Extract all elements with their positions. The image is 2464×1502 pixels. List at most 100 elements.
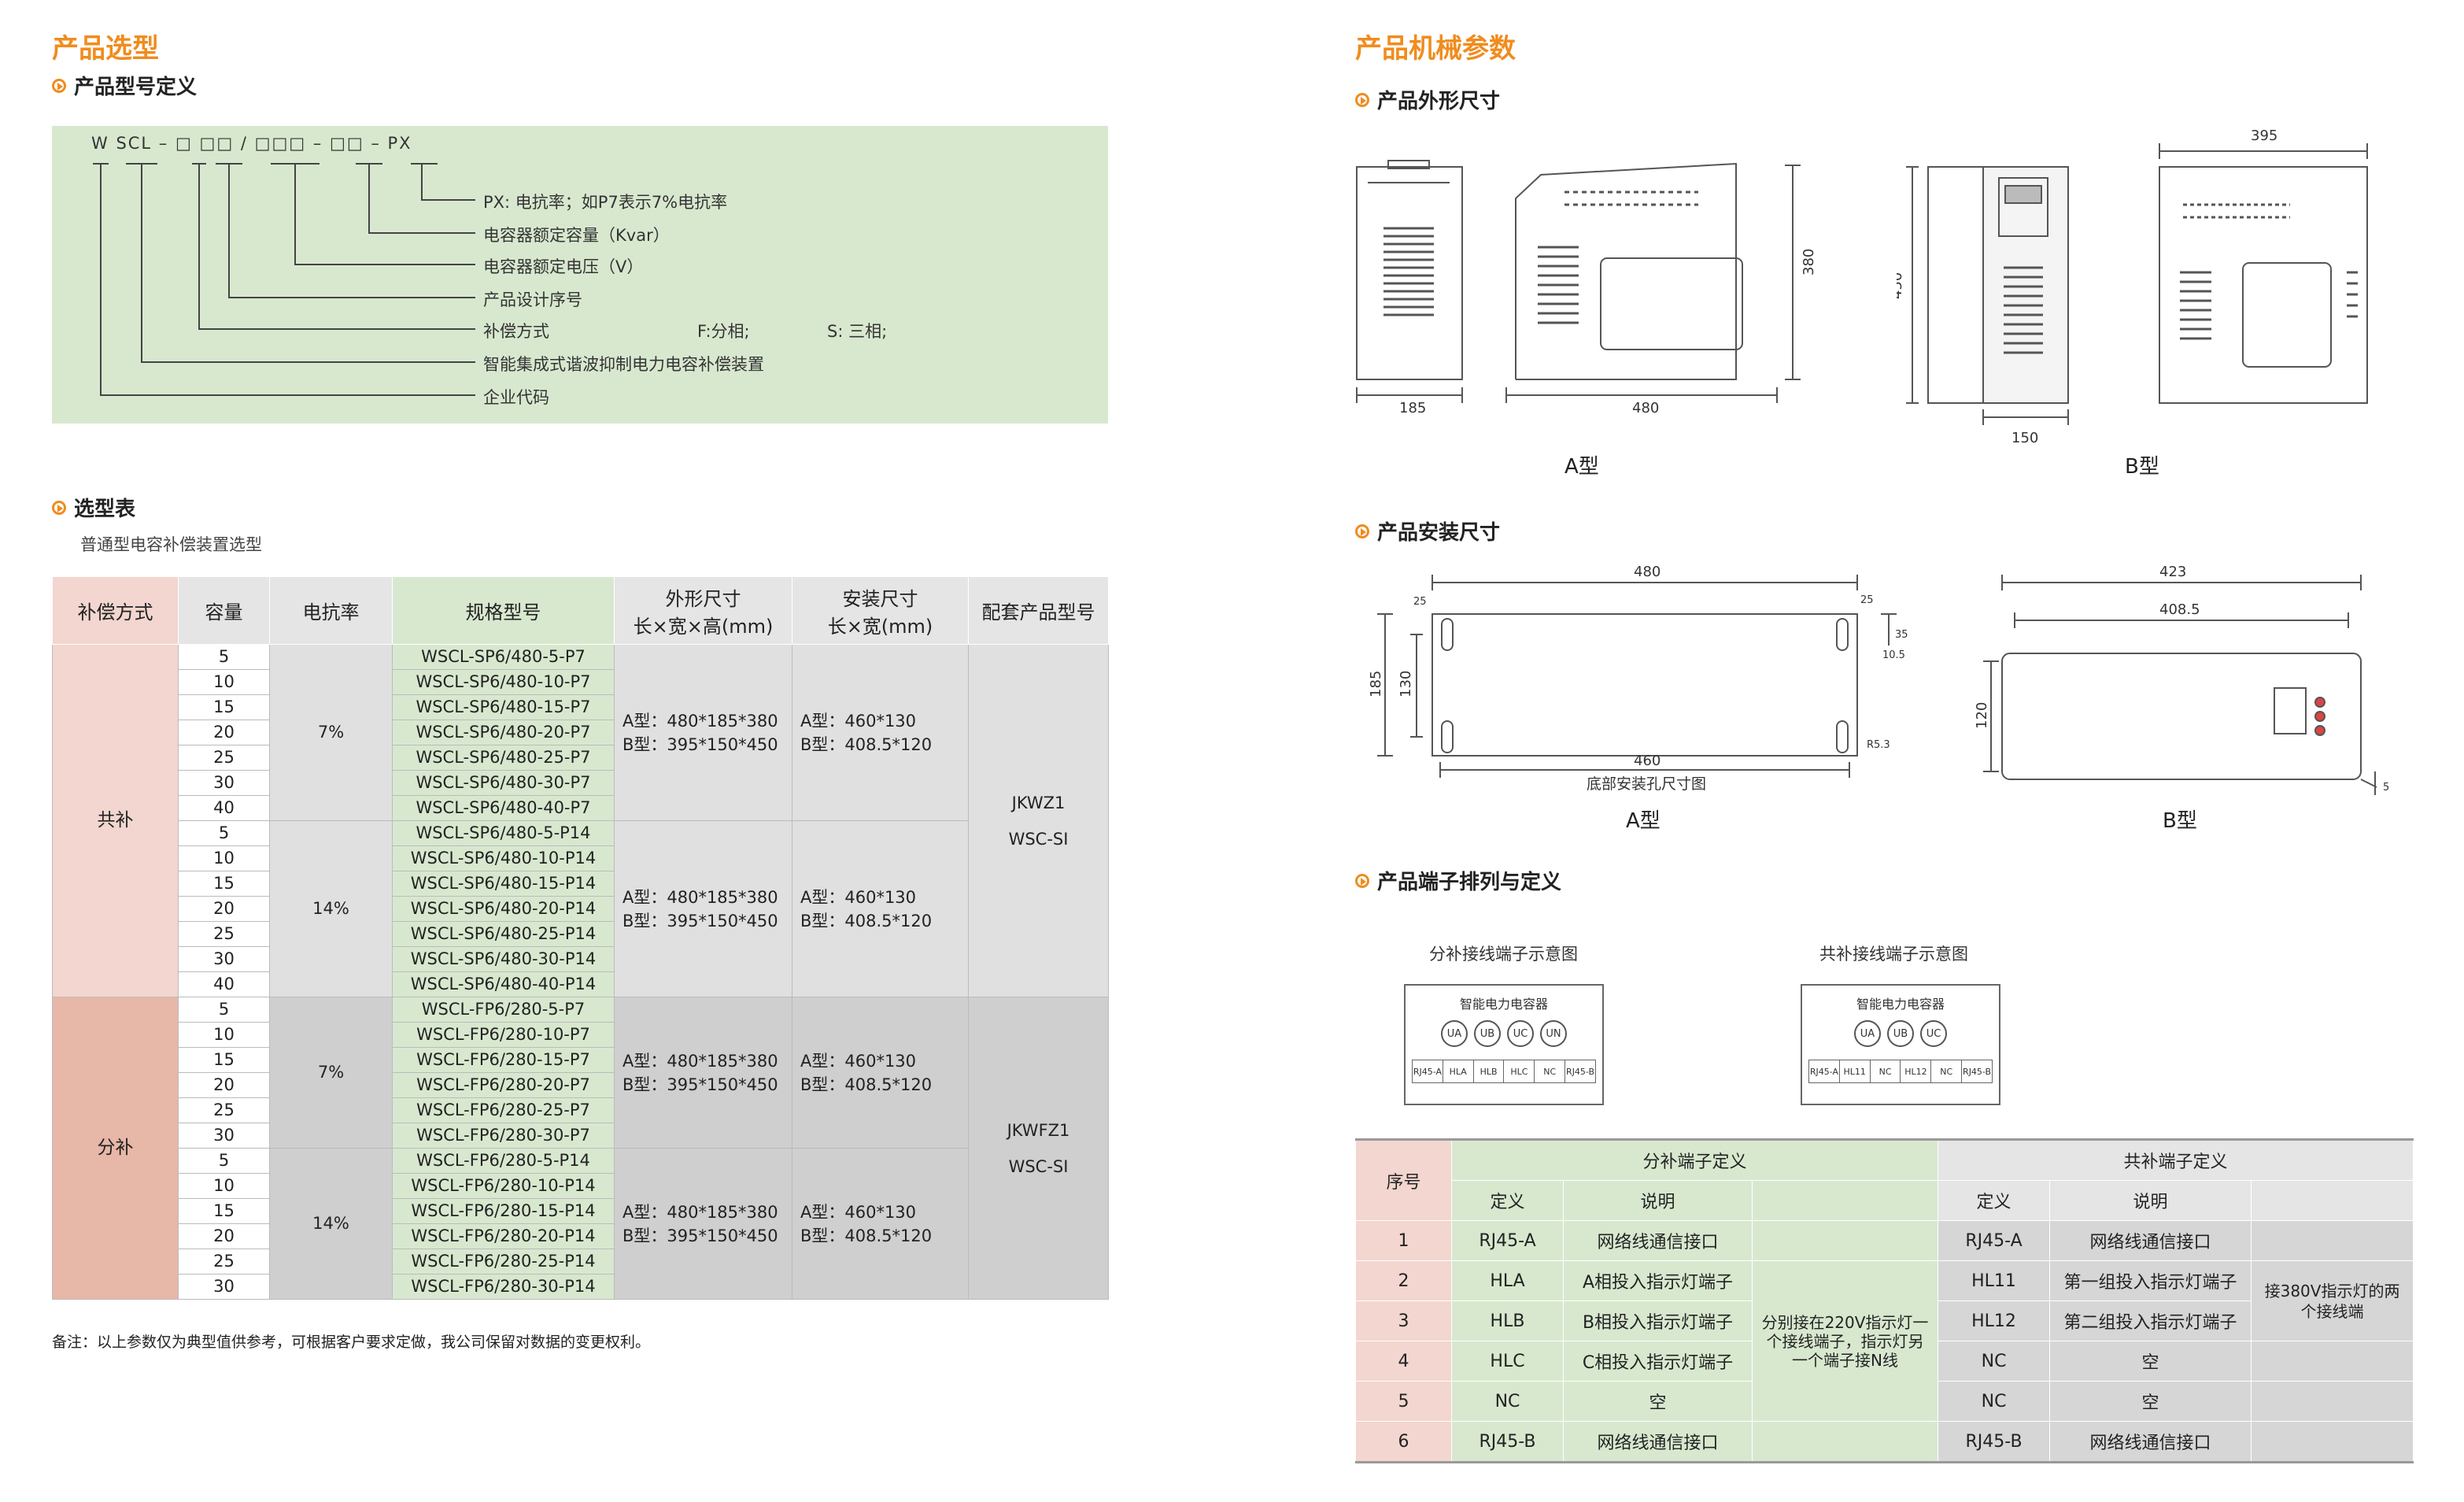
cell-common-note: 接380V指示灯的两个接线端: [2251, 1260, 2414, 1341]
cell-common-def: NC: [1938, 1341, 2051, 1382]
th-common-def: 定义: [1938, 1180, 2051, 1221]
th-common-blank: [2251, 1180, 2414, 1221]
cell-model: WSCL-SP6/480-15-P7: [392, 694, 615, 720]
cell-common-blank: [2251, 1220, 2414, 1261]
cell-capacity: 15: [178, 1047, 270, 1073]
cell-capacity: 5: [178, 644, 270, 670]
dim-a-width: 480: [1632, 400, 1659, 416]
cell-common-desc: 空: [2049, 1381, 2252, 1422]
terminal-cell: RJ45-B: [1963, 1066, 1992, 1077]
cell-split-def: HLA: [1451, 1260, 1564, 1301]
cell-split-def: RJ45-B: [1451, 1421, 1564, 1463]
cell-model: WSCL-FP6/280-10-P14: [392, 1173, 615, 1199]
cell-split-def: NC: [1451, 1381, 1564, 1422]
install-drawing-a: 480 460 185 130 25 35 10.5 R5.3 25 底部安装孔…: [1369, 564, 1908, 793]
cell-capacity: 20: [178, 720, 270, 745]
th-common: 共补端子定义: [1938, 1139, 2414, 1181]
bullet-icon: [52, 78, 66, 93]
outline-a-label: A型: [1564, 455, 1599, 479]
cell-mode: 共补: [52, 644, 179, 997]
table-row: 10 WSCL-SP6/480-10-P14: [53, 845, 1109, 871]
terminal-circle: UA: [1441, 1020, 1468, 1047]
def-row-comp-s: S: 三相;: [827, 322, 888, 341]
terminal-cell: NC: [1535, 1060, 1566, 1082]
cell-model: WSCL-FP6/280-5-P7: [392, 997, 615, 1023]
cell-model: WSCL-SP6/480-30-P14: [392, 946, 615, 972]
cell-split-def: HLB: [1451, 1300, 1564, 1341]
cell-rate: 7%: [269, 997, 393, 1149]
cell-common-def: RJ45-A: [1938, 1220, 2051, 1261]
cell-split-def: RJ45-A: [1451, 1220, 1564, 1261]
cell-capacity: 5: [178, 820, 270, 846]
cell-install-a: A型：460*130: [800, 711, 917, 731]
cell-common-desc: 第二组投入指示灯端子: [2049, 1300, 2252, 1341]
page-title-selection: 产品选型: [52, 33, 159, 65]
selection-heading-text: 选型表: [74, 498, 136, 521]
cell-capacity: 10: [178, 1173, 270, 1199]
terminal-cell: HL11: [1840, 1060, 1871, 1082]
def-row-design-no: 产品设计序号: [483, 290, 582, 309]
th-install-l2: 长×宽(mm): [827, 615, 933, 638]
dim-b-width: 395: [2251, 128, 2277, 144]
terminal-cell: HLA: [1443, 1060, 1474, 1082]
cell-product-1: JKWFZ1: [1007, 1120, 1070, 1140]
cell-capacity: 40: [178, 971, 270, 997]
install-heading: 产品安装尺寸: [1355, 516, 1500, 546]
cell-dimension-a: A型：480*185*380: [622, 1202, 778, 1222]
cell-capacity: 20: [178, 896, 270, 922]
cell-split-desc: B相投入指示灯端子: [1563, 1300, 1753, 1341]
cell-seq: 6: [1355, 1421, 1452, 1463]
terminal-heading: 产品端子排列与定义: [1355, 866, 1561, 895]
cell-capacity: 10: [178, 845, 270, 871]
terminal-circle: UC: [1507, 1020, 1534, 1047]
th-split: 分补端子定义: [1450, 1139, 1939, 1181]
cell-seq: 1: [1355, 1220, 1452, 1261]
cell-split-desc: 网络线通信接口: [1563, 1421, 1753, 1463]
cell-common-desc: 网络线通信接口: [2049, 1220, 2252, 1261]
cell-dimension-a: A型：480*185*380: [622, 1051, 778, 1071]
model-definition-box: W SCL – □ □□ / □□□ – □□ – PX PX: 电抗率；如P7…: [52, 126, 1108, 424]
terminal-circle: UC: [1920, 1020, 1947, 1047]
page-title-mechanical: 产品机械参数: [1355, 33, 1516, 65]
dim-install-b-4085: 408.5: [2159, 601, 2200, 618]
cell-capacity: 40: [178, 795, 270, 821]
terminal-cell: NC: [1871, 1060, 1901, 1082]
def-row-capacity: 电容器额定容量（Kvar）: [483, 226, 670, 245]
dim-b-height: 450: [1897, 272, 1905, 299]
th-seq: 序号: [1355, 1139, 1452, 1221]
install-a-label: A型: [1626, 809, 1661, 833]
cell-model: WSCL-SP6/480-10-P7: [392, 669, 615, 695]
outline-b-label: B型: [2125, 455, 2159, 479]
cell-model: WSCL-SP6/480-5-P7: [392, 644, 615, 670]
dim-install-a-460: 460: [1634, 753, 1661, 769]
terminal-cell: HLC: [1504, 1060, 1535, 1082]
terminal-cell: HLB: [1474, 1060, 1505, 1082]
cell-install-a: A型：460*130: [800, 1051, 917, 1071]
bullet-icon: [1355, 92, 1369, 107]
model-def-leader-lines: [93, 163, 475, 396]
cell-model: WSCL-SP6/480-10-P14: [392, 845, 615, 871]
selection-subheading: 普通型电容补偿装置选型: [80, 535, 262, 554]
th-split-def: 定义: [1451, 1180, 1564, 1221]
dim-install-a-r53: R5.3: [1867, 739, 1890, 751]
cell-capacity: 25: [178, 745, 270, 771]
cell-capacity: 10: [178, 669, 270, 695]
cell-common-blank: [2251, 1381, 2414, 1422]
